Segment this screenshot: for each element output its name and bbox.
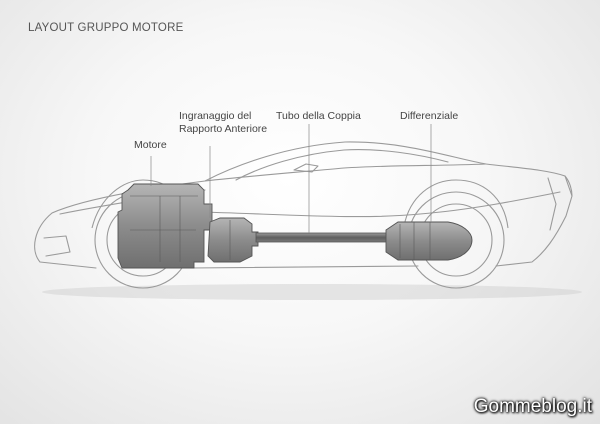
differential-detail-lines: [399, 222, 431, 260]
label-torque-tube: Tubo della Coppia: [276, 110, 361, 122]
ground-shadow: [42, 284, 582, 300]
label-front-gearbox: Ingranaggio del Rapporto Anteriore: [179, 110, 267, 136]
leader-lines: [150, 124, 432, 233]
torque-tube: [255, 232, 389, 243]
label-front-gearbox-line1: Ingranaggio del: [179, 110, 252, 122]
engine-block: [117, 183, 213, 269]
label-engine: Motore: [134, 139, 167, 151]
differential: [385, 221, 473, 261]
page-title: LAYOUT GRUPPO MOTORE: [28, 22, 184, 34]
watermark: Gommeblog.it: [473, 396, 592, 417]
label-differential: Differenziale: [400, 110, 459, 122]
label-front-gearbox-line2: Rapporto Anteriore: [179, 123, 268, 135]
front-gearbox: [207, 217, 259, 263]
engine-detail-lines: [130, 195, 198, 262]
